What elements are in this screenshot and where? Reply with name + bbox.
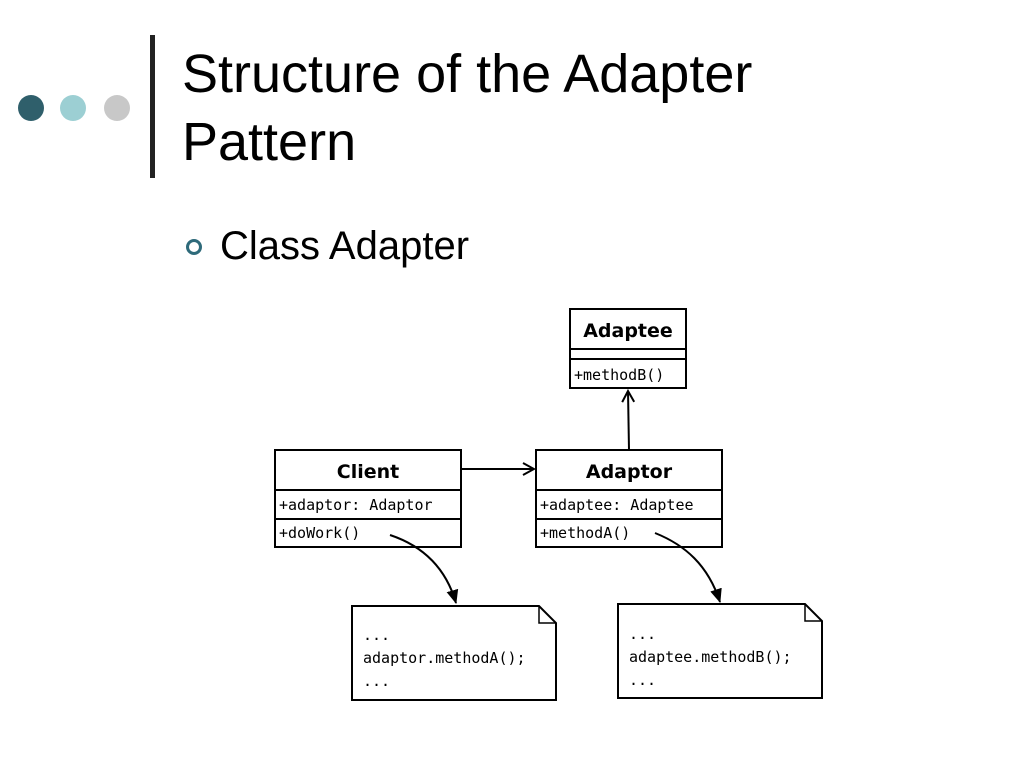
client-class-name: Client: [337, 461, 399, 483]
adaptor-class-name: Adaptor: [586, 461, 673, 483]
adaptor-class: Adaptor +adaptee: Adaptee +methodA(): [535, 449, 723, 548]
client-note-connector: [389, 534, 459, 604]
dot-teal: [60, 95, 86, 121]
client-note-line1: ...: [363, 626, 390, 644]
client-note-line2: adaptor.methodA();: [363, 649, 526, 667]
adaptor-note-line1: ...: [629, 625, 656, 643]
client-class: Client +adaptor: Adaptor +doWork(): [274, 449, 462, 548]
client-note-line3: ...: [363, 672, 390, 690]
adaptor-note-line2: adaptee.methodB();: [629, 648, 792, 666]
adaptee-class: Adaptee +methodB(): [569, 308, 687, 389]
adaptor-method: +methodA(): [540, 524, 630, 542]
bullet-icon: [186, 239, 202, 255]
slide-title-line1: Structure of the Adapter: [182, 44, 753, 104]
dot-dark: [18, 95, 44, 121]
bullet-text: Class Adapter: [220, 224, 470, 268]
bullet-item: Class Adapter: [186, 222, 469, 270]
adaptee-method: +methodB(): [574, 366, 664, 384]
client-note: ... adaptor.methodA(); ...: [351, 605, 557, 701]
adaptor-note-connector: [654, 532, 722, 603]
adaptor-attribute: +adaptee: Adaptee: [540, 496, 694, 514]
client-method: +doWork(): [279, 524, 360, 542]
adaptor-to-adaptee-arrow: [628, 391, 629, 451]
title-divider: [150, 35, 155, 178]
adaptor-note: ... adaptee.methodB(); ...: [617, 603, 823, 699]
adaptee-class-name: Adaptee: [583, 320, 673, 342]
client-attribute: +adaptor: Adaptor: [279, 496, 433, 514]
slide-title-line2: Pattern: [182, 112, 357, 172]
slide-title: Structure of the Adapter Pattern: [182, 40, 982, 176]
adaptor-note-line3: ...: [629, 671, 656, 689]
dot-gray: [104, 95, 130, 121]
